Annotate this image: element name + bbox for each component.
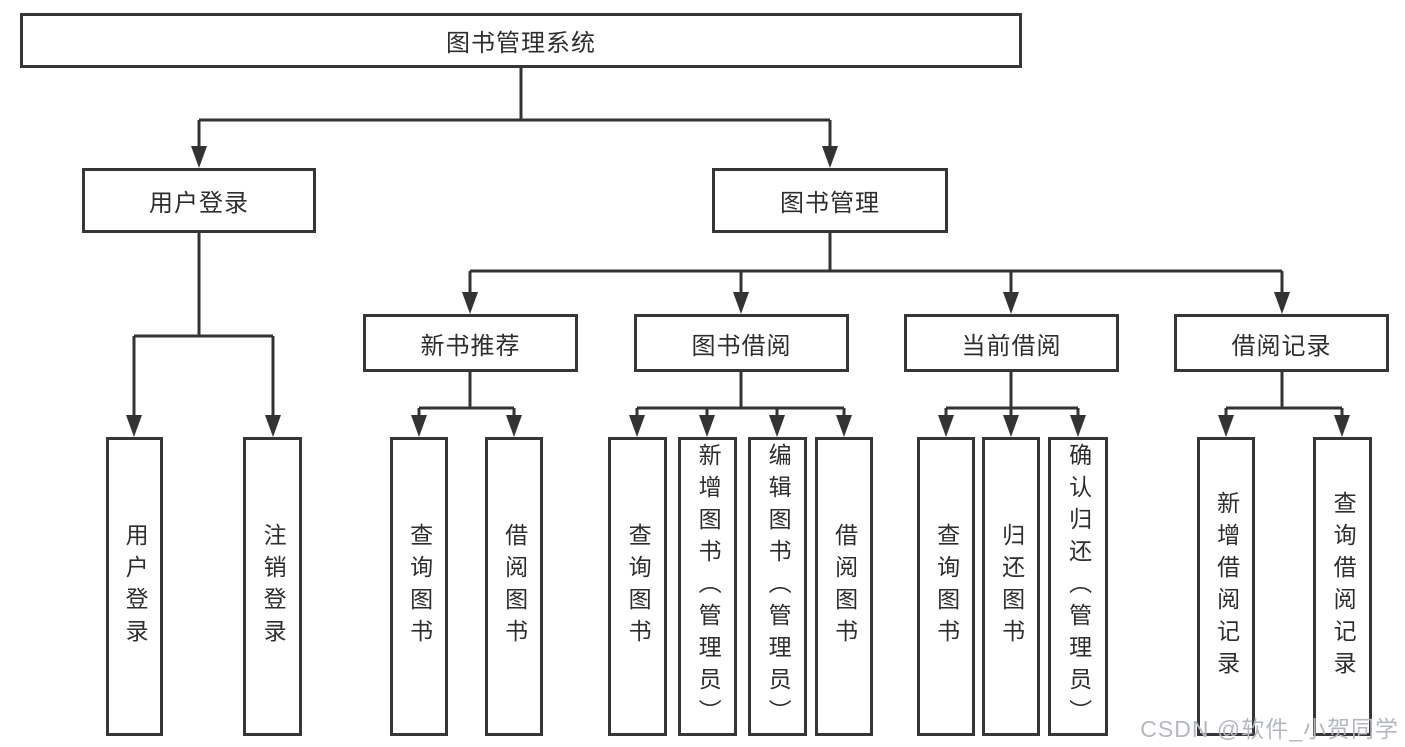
- leaf-borrow-books-recommend: 借阅图书: [485, 437, 543, 736]
- node-new-book-recommend: 新书推荐: [363, 314, 578, 372]
- node-book-borrow: 图书借阅: [634, 314, 849, 372]
- node-label: 用户登录: [122, 522, 149, 651]
- leaf-query-books-current: 查询图书: [917, 437, 975, 736]
- node-label: 查询图书: [933, 522, 960, 651]
- node-library-management-system: 图书管理系统: [20, 13, 1022, 68]
- leaf-return-book: 归还图书: [982, 437, 1040, 736]
- node-label: 查询图书: [406, 522, 433, 651]
- node-book-management: 图书管理: [712, 168, 948, 233]
- node-label: 确认归还（管理员）: [1065, 442, 1092, 731]
- leaf-add-book-admin: 新增图书（管理员）: [678, 437, 737, 736]
- node-label: 新书推荐: [420, 332, 521, 360]
- node-label: 新增图书（管理员）: [695, 442, 722, 731]
- csdn-watermark: CSDN @软件_小贺同学: [1140, 716, 1399, 742]
- node-label: 图书管理系统: [446, 30, 596, 57]
- node-label: 查询借阅记录: [1330, 490, 1357, 683]
- node-label: 当前借阅: [961, 332, 1062, 360]
- leaf-add-borrow-record: 新增借阅记录: [1197, 437, 1255, 736]
- leaf-logout: 注销登录: [243, 437, 302, 736]
- node-label: 编辑图书（管理员）: [765, 442, 792, 731]
- leaf-edit-book-admin: 编辑图书（管理员）: [748, 437, 807, 736]
- leaf-user-login: 用户登录: [106, 437, 163, 736]
- node-label: 新增借阅记录: [1213, 490, 1240, 683]
- node-borrow-record: 借阅记录: [1174, 314, 1389, 372]
- leaf-query-books-recommend: 查询图书: [390, 437, 448, 736]
- node-label: 图书管理: [780, 190, 880, 217]
- node-user-login: 用户登录: [82, 168, 316, 233]
- node-label: 借阅图书: [831, 522, 858, 651]
- leaf-query-books-borrow: 查询图书: [608, 437, 667, 736]
- node-label: 用户登录: [149, 190, 249, 217]
- node-label: 借阅记录: [1231, 332, 1332, 360]
- node-label: 图书借阅: [691, 332, 792, 360]
- node-label: 归还图书: [998, 522, 1025, 651]
- node-label: 借阅图书: [501, 522, 528, 651]
- node-label: 查询图书: [625, 522, 652, 651]
- leaf-borrow-book: 借阅图书: [815, 437, 873, 736]
- node-label: 注销登录: [260, 522, 287, 651]
- node-current-borrow: 当前借阅: [904, 314, 1119, 372]
- leaf-confirm-return-admin: 确认归还（管理员）: [1048, 437, 1108, 736]
- leaf-query-borrow-record: 查询借阅记录: [1313, 437, 1372, 736]
